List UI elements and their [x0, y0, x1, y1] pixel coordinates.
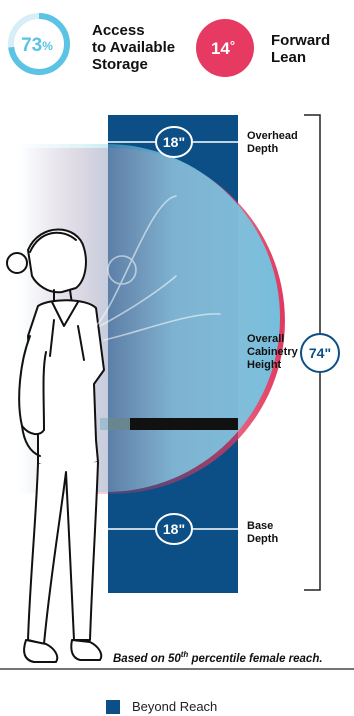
legend: Beyond Reach [106, 699, 217, 714]
lean-unit: ° [230, 38, 235, 53]
lean-label: Forward Lean [271, 32, 330, 66]
overhead-depth-label: Overhead Depth [247, 130, 298, 156]
overall-height-badge: 74" [299, 332, 341, 374]
base-depth-badge: 18" [154, 512, 194, 546]
overhead-depth-badge: 18" [154, 125, 194, 159]
base-depth-label: Base Depth [247, 520, 278, 546]
lean-badge: 14° [193, 16, 257, 80]
overall-height-value: 74" [309, 345, 331, 361]
reach-diagram [0, 100, 354, 690]
storage-unit: % [42, 39, 53, 53]
storage-stat: 73% Access to Available Storage [6, 8, 176, 88]
base-depth-value: 18" [163, 521, 185, 537]
overhead-depth-value: 18" [163, 134, 185, 150]
lean-value: 14 [211, 39, 230, 58]
overall-height-label: Overall Cabinetry Height [247, 333, 298, 372]
svg-text:73%: 73% [21, 35, 53, 56]
legend-swatch-beyond-reach [106, 700, 120, 714]
lean-stat: 14° Forward Lean [193, 10, 353, 90]
storage-value: 73 [21, 35, 42, 56]
storage-label: Access to Available Storage [92, 22, 175, 73]
legend-label-beyond-reach: Beyond Reach [132, 699, 217, 714]
storage-gauge: 73% [6, 11, 72, 77]
reach-caption: Based on 50th percentile female reach. [113, 650, 323, 665]
